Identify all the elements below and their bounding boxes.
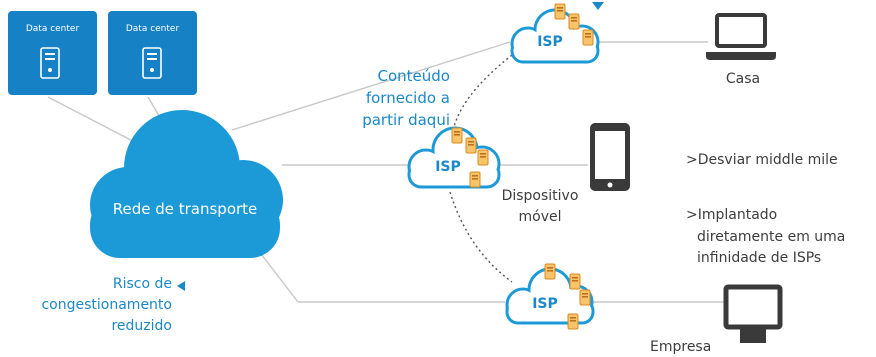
line-transport-isp-top — [231, 41, 511, 131]
bullet-2-line3: infinidade de ISPs — [697, 250, 822, 266]
transport-cloud-label: Rede de transporte — [112, 200, 258, 218]
isp-bottom-label: ISP — [532, 296, 558, 312]
risk-note-line3: reduzido — [111, 318, 172, 334]
connection-lines — [47, 41, 725, 303]
content-note-line3: partir daqui — [362, 111, 450, 129]
risk-note-line1: Risco de — [112, 276, 172, 292]
datacenter-1 — [8, 11, 97, 95]
arrow-down-icon — [592, 2, 604, 10]
content-note-line2: fornecido a — [365, 89, 450, 107]
datacenter-2 — [108, 11, 197, 95]
datacenter-1-label: Data center — [25, 24, 80, 34]
server-icon — [142, 47, 162, 79]
risk-note-line2: congestionamento — [41, 297, 172, 313]
isp-top-label: ISP — [537, 34, 563, 50]
isp-cloud-top — [510, 2, 604, 64]
mobile-label-line2: móvel — [518, 209, 562, 225]
isp-cloud-middle — [407, 126, 501, 189]
content-note-line1: Conteúdo — [377, 67, 450, 85]
isp-middle-label: ISP — [435, 159, 461, 175]
desktop-monitor-icon — [723, 284, 783, 343]
transport-cloud — [90, 110, 283, 258]
bullet-1: >Desviar middle mile — [686, 152, 838, 168]
laptop-icon — [706, 13, 776, 60]
arrow-left-icon — [177, 281, 185, 291]
isp-cloud-bottom — [505, 263, 595, 330]
bullet-2-line1: >Implantado — [686, 207, 778, 223]
casa-label: Casa — [725, 71, 761, 87]
dotted-link-bottom — [449, 191, 513, 283]
dotted-link-top — [451, 54, 513, 139]
mobile-icon — [590, 123, 630, 191]
bullet-2-line2: diretamente em uma — [697, 229, 846, 245]
line-transport-isp-bottom — [257, 249, 299, 303]
mobile-label-line1: Dispositivo — [501, 188, 579, 204]
datacenter-2-label: Data center — [125, 24, 180, 34]
server-icon — [40, 47, 60, 79]
empresa-label: Empresa — [650, 339, 712, 355]
